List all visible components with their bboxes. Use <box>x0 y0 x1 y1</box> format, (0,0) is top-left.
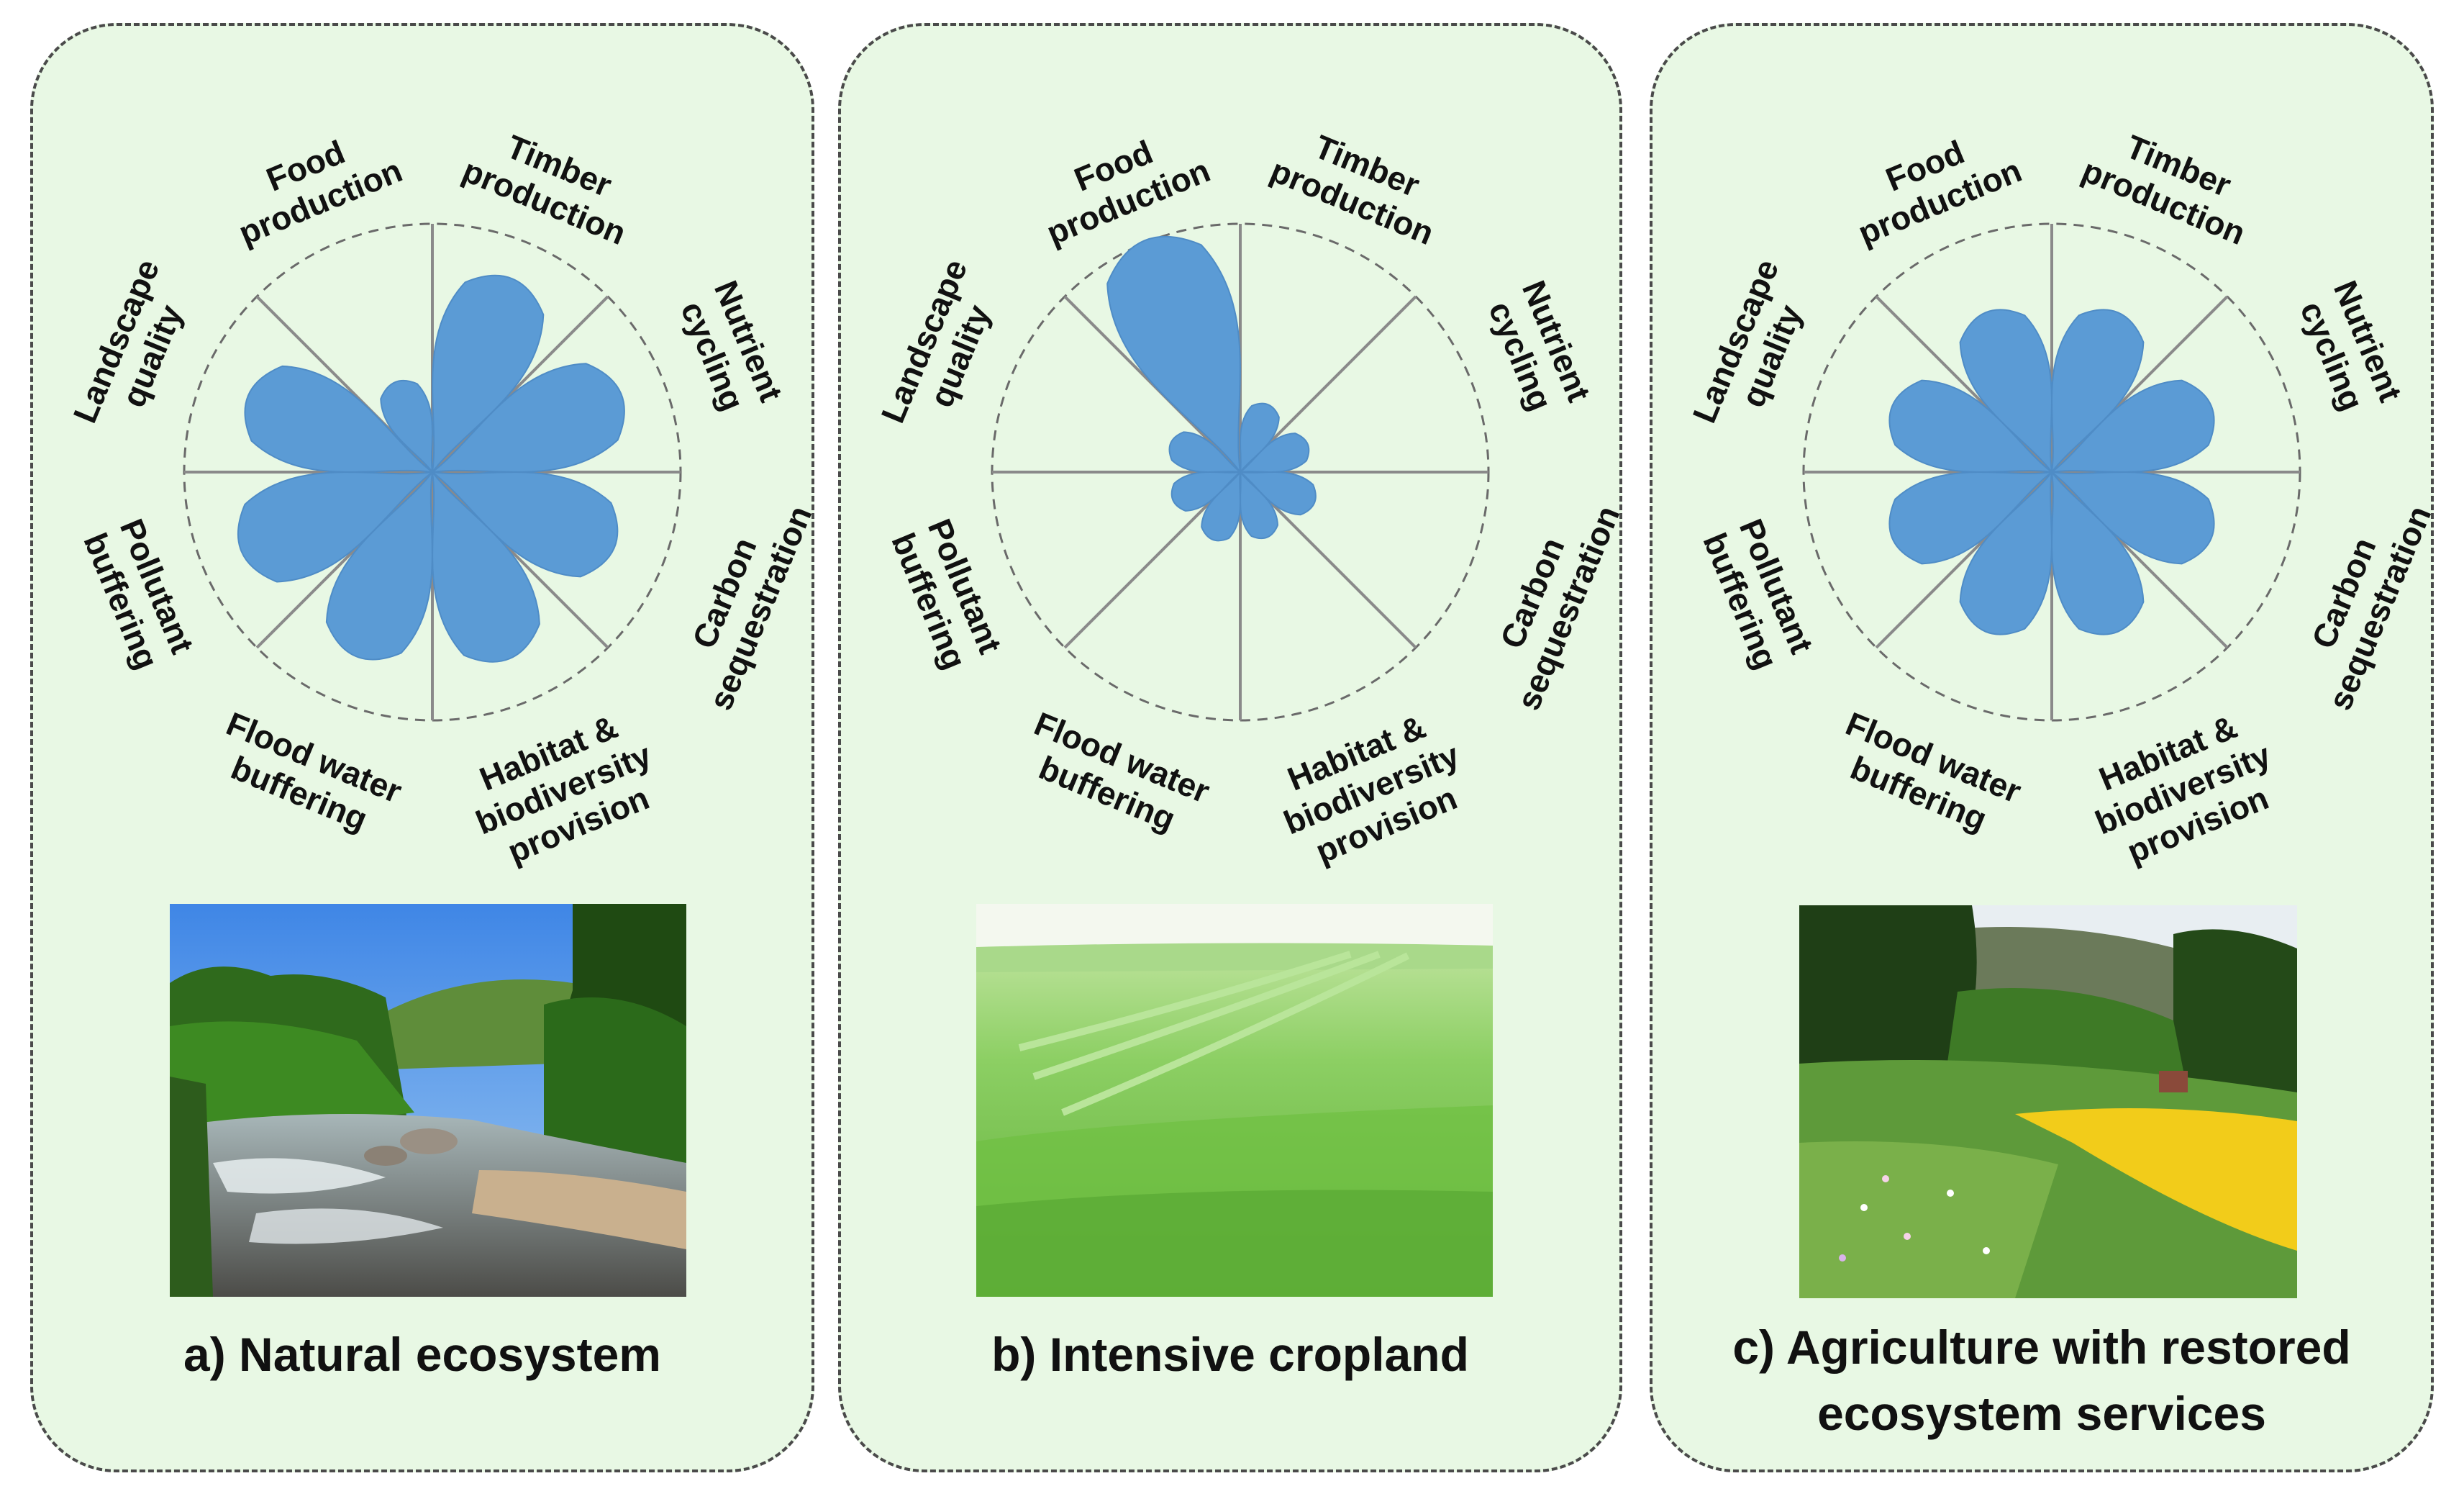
caption-natural-ecosystem: a) Natural ecosystem <box>33 1321 812 1387</box>
petal-landscape <box>1168 431 1241 473</box>
spoke-line <box>2050 471 2229 649</box>
petal-landscape <box>244 365 433 473</box>
spoke-line <box>2050 295 2229 474</box>
spoke-line <box>1875 295 2053 474</box>
caption-restored-agriculture: c) Agriculture with restored ecosystem s… <box>1652 1314 2431 1446</box>
spoke-line <box>431 295 609 474</box>
caption-line: c) Agriculture with restored <box>1732 1321 2351 1374</box>
petal-food <box>380 379 433 473</box>
photo-wildflower-meadow <box>1799 905 2297 1298</box>
caption-line: ecosystem services <box>1817 1387 2266 1440</box>
caption-line: a) Natural ecosystem <box>183 1328 661 1381</box>
photo-wheat-field <box>976 904 1493 1297</box>
caption-intensive-cropland: b) Intensive cropland <box>841 1321 1619 1387</box>
photo-river-forest <box>170 904 686 1297</box>
spoke-line <box>431 471 609 649</box>
spoke-line <box>1875 471 2053 649</box>
petal-landscape <box>1888 379 2052 473</box>
petal-food <box>1106 235 1241 473</box>
spoke-line <box>255 471 434 649</box>
caption-line: b) Intensive cropland <box>991 1328 1469 1381</box>
